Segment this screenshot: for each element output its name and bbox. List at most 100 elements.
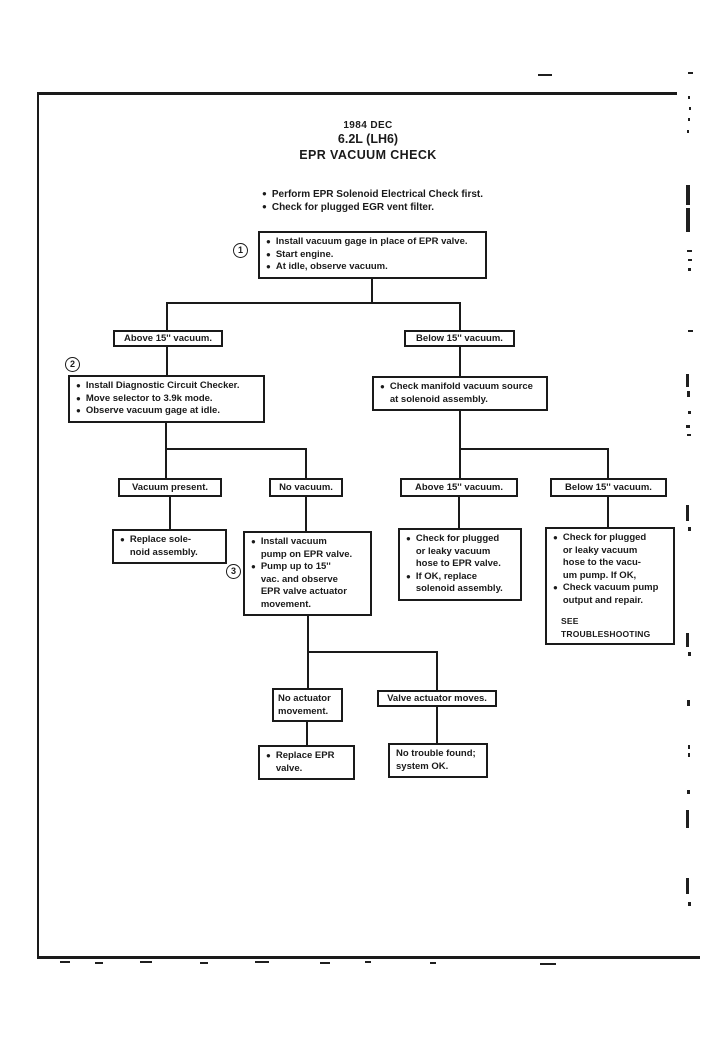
scan-artifact [688, 753, 690, 757]
step3-bullet: Pump up to 15'' vac. and observe EPR val… [260, 561, 347, 610]
no-trouble-text: No trouble found; system OK. [396, 748, 476, 772]
flow-connector [307, 651, 309, 689]
scan-artifact [688, 72, 693, 74]
scan-artifact [200, 962, 208, 964]
scan-artifact [687, 250, 692, 252]
check-epr-hose-bullet: Check for plugged or leaky vacuum hose t… [415, 533, 501, 569]
step-number-3: 3 [226, 564, 241, 579]
bullet-icon: ● [266, 262, 271, 271]
bullet-icon: ● [76, 381, 81, 390]
intro-note-text: Check for plugged EGR vent filter. [271, 202, 435, 213]
bullet-icon: ● [251, 562, 256, 571]
title-procedure: EPR VACUUM CHECK [299, 148, 437, 162]
page-border-top [37, 92, 677, 95]
scan-artifact [687, 130, 689, 133]
flow-box-step1: ●Install vacuum gage in place of EPR val… [258, 231, 487, 279]
scan-artifact [430, 962, 436, 964]
scan-artifact [688, 330, 693, 332]
step-number-1: 1 [233, 243, 248, 258]
flow-connector [306, 721, 308, 746]
check-epr-hose-bullet: If OK, replace solenoid assembly. [415, 570, 503, 595]
scan-artifact [688, 96, 690, 99]
label-no-vacuum: No vacuum. [269, 478, 343, 497]
replace-epr-bullet: Replace EPR valve. [275, 750, 335, 774]
bullet-icon: ● [266, 237, 271, 246]
check-manifold-bullet: Check manifold vacuum source at solenoid… [389, 381, 533, 405]
scan-artifact [688, 652, 691, 656]
check-pump-hose-bullet: Check vacuum pump output and repair. [562, 582, 659, 606]
flow-connector [305, 497, 307, 532]
bullet-icon: ● [76, 393, 81, 403]
page-border-left [37, 92, 39, 958]
scan-artifact [688, 411, 691, 414]
bullet-icon: ● [380, 382, 385, 391]
label-above-15-vacuum-b: Above 15'' vacuum. [400, 478, 518, 497]
check-pump-hose-bullet: Check for plugged or leaky vacuum hose t… [562, 532, 647, 581]
flow-connector [459, 448, 609, 450]
step1-bullet: Start engine. [275, 248, 334, 260]
scan-artifact [687, 434, 691, 436]
flow-connector [165, 448, 307, 450]
flow-connector [436, 651, 438, 691]
scan-artifact [255, 961, 269, 963]
flow-box-replace-solenoid: ● Replace sole- noid assembly. [112, 529, 227, 564]
intro-notes: ● Perform EPR Solenoid Electrical Check … [262, 188, 483, 214]
flow-connector [459, 410, 461, 479]
flow-box-replace-epr-valve: ● Replace EPR valve. [258, 745, 355, 780]
scan-artifact [688, 118, 690, 121]
flow-connector [166, 347, 168, 375]
intro-note: ● Check for plugged EGR vent filter. [262, 201, 483, 214]
label-above-15-vacuum-a: Above 15'' vacuum. [113, 330, 223, 347]
scan-artifact [688, 902, 691, 906]
step1-bullet: At idle, observe vacuum. [275, 261, 388, 272]
scan-artifact [60, 961, 70, 963]
bullet-icon: ● [76, 406, 81, 415]
label-below-15-vacuum-a: Below 15'' vacuum. [404, 330, 515, 347]
title-date: 1984 DEC [343, 120, 393, 131]
bullet-icon: ● [266, 751, 271, 760]
page-title: 1984 DEC 6.2L (LH6) EPR VACUUM CHECK [238, 120, 498, 162]
step3-bullet: Install vacuum pump on EPR valve. [260, 536, 353, 560]
scan-artifact [688, 745, 690, 749]
scan-artifact [688, 259, 692, 261]
page-border-bottom [37, 956, 700, 959]
flow-connector [459, 302, 461, 332]
flow-connector [458, 497, 460, 529]
title-engine: 6.2L (LH6) [337, 132, 399, 146]
intro-note: ● Perform EPR Solenoid Electrical Check … [262, 188, 483, 201]
bullet-icon: ● [120, 535, 125, 544]
scan-artifact [687, 391, 690, 397]
intro-note-text: Perform EPR Solenoid Electrical Check fi… [271, 189, 484, 200]
see-troubleshooting-note: SEE TROUBLESHOOTING [561, 616, 651, 639]
flow-box-check-epr-hose: ● Check for plugged or leaky vacuum hose … [398, 528, 522, 601]
flow-box-step2: ●Install Diagnostic Circuit Checker. ●Mo… [68, 375, 265, 423]
step-number-2: 2 [65, 357, 80, 372]
label-below-15-vacuum-b: Below 15'' vacuum. [550, 478, 667, 497]
scan-artifact [687, 700, 690, 706]
scan-artifact [540, 963, 556, 965]
step2-bullet: Observe vacuum gage at idle. [85, 405, 220, 416]
scan-artifact [686, 185, 690, 205]
bullet-icon: ● [553, 583, 558, 592]
bullet-icon: ● [406, 534, 411, 543]
step2-bullet: Move selector to 3.9k mode. [85, 392, 213, 404]
flow-connector [169, 497, 171, 530]
scan-artifact [688, 527, 691, 531]
flow-connector [607, 497, 609, 528]
flow-connector [459, 347, 461, 376]
flow-connector [165, 422, 167, 479]
bullet-icon: ● [406, 571, 411, 581]
bullet-icon: ● [262, 202, 267, 211]
no-actuator-text: No actuator movement. [278, 693, 331, 717]
scan-artifact [687, 790, 690, 794]
scan-artifact [686, 505, 689, 521]
label-no-actuator-movement: No actuator movement. [272, 688, 343, 722]
replace-solenoid-bullet: Replace sole- noid assembly. [129, 534, 198, 558]
scan-artifact [686, 878, 689, 894]
label-vacuum-present: Vacuum present. [118, 478, 222, 497]
scan-artifact [365, 961, 371, 963]
scan-artifact [140, 961, 152, 963]
scan-artifact [686, 208, 690, 232]
scan-artifact [688, 268, 691, 271]
